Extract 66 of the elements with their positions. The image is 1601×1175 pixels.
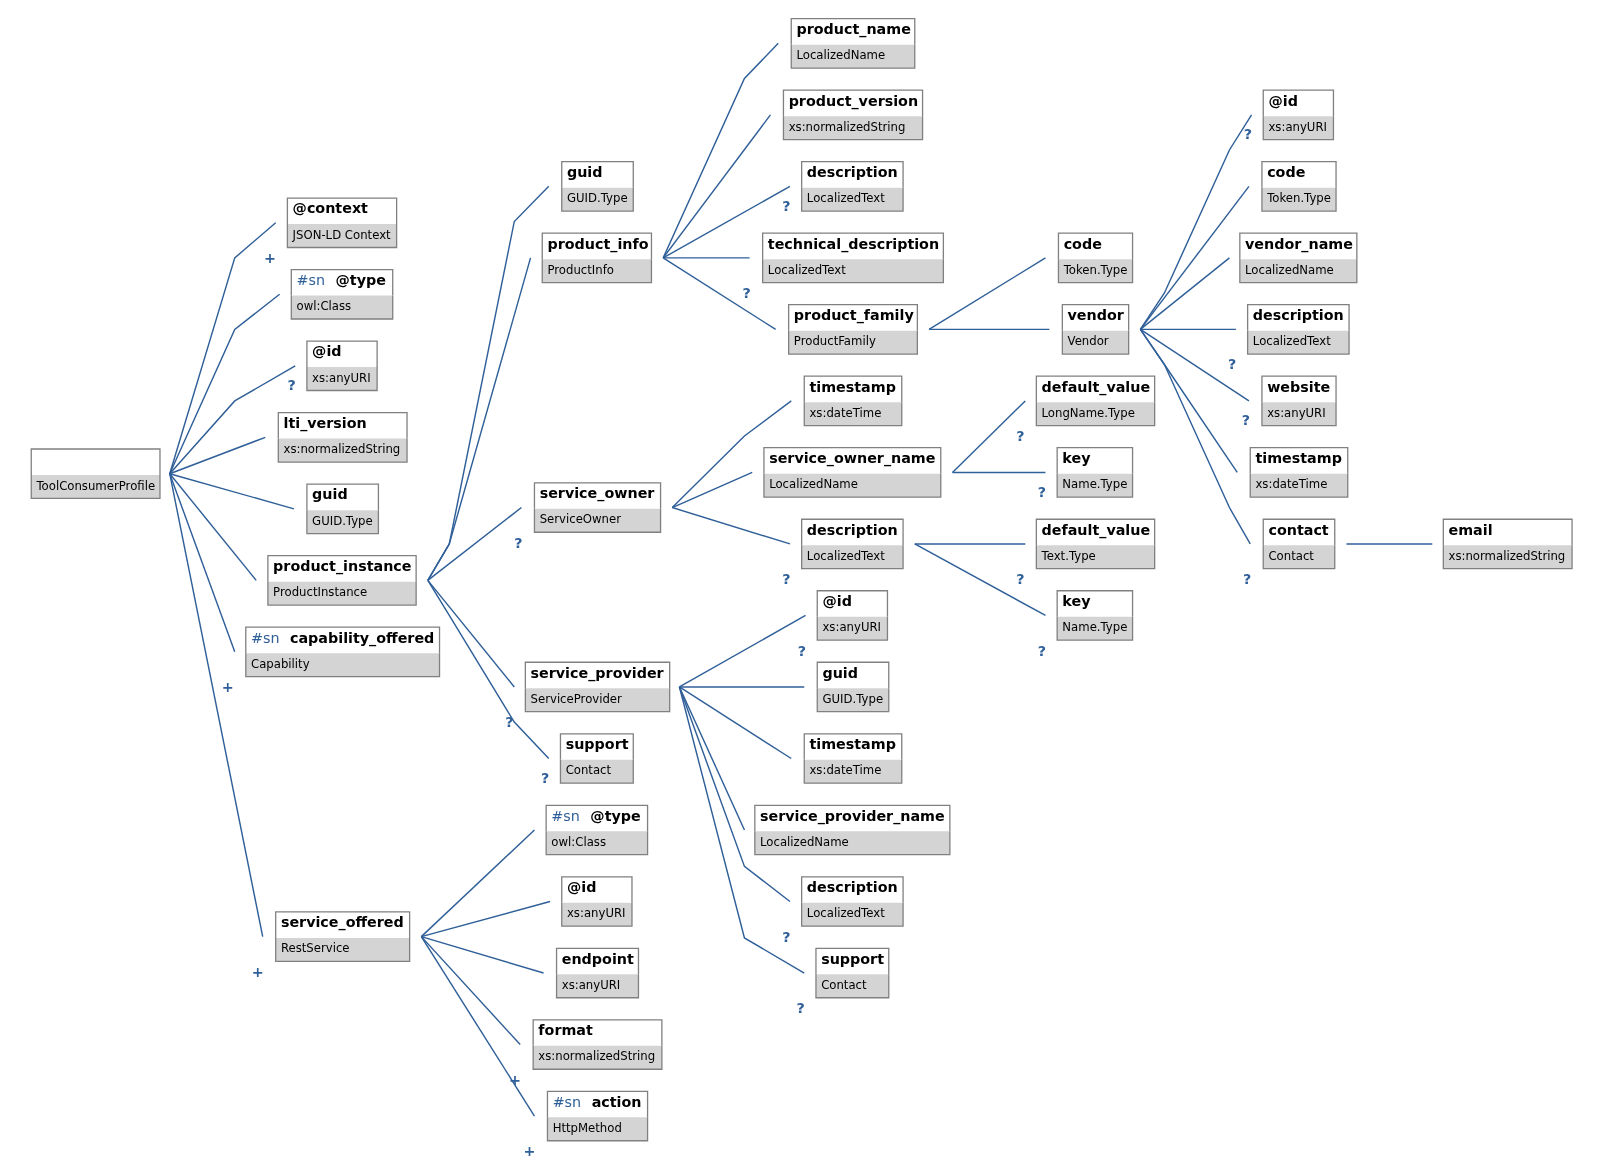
connector — [1345, 543, 1433, 545]
connector — [1139, 114, 1252, 331]
connector — [1139, 328, 1237, 331]
connector — [168, 365, 296, 475]
node-label: ? — [1227, 356, 1236, 373]
connector — [661, 185, 791, 259]
node-label: ? — [797, 642, 806, 659]
node-label: ? — [1037, 483, 1046, 500]
connector — [661, 42, 779, 259]
connector — [927, 328, 1050, 331]
node-label: ? — [795, 1000, 805, 1017]
node-label: ? — [781, 570, 790, 587]
node-label: + — [263, 249, 276, 266]
connector — [1139, 328, 1238, 474]
connector — [426, 185, 549, 582]
node-label: ? — [504, 714, 513, 731]
connector — [168, 473, 257, 582]
node-label: ? — [286, 377, 296, 394]
node-label: ? — [1015, 570, 1024, 587]
connector — [678, 686, 791, 903]
connector — [671, 471, 753, 509]
node-label: ? — [1015, 427, 1024, 444]
connector — [1139, 185, 1250, 331]
connector — [426, 579, 549, 760]
node-label: ? — [513, 534, 523, 551]
connector — [678, 614, 806, 688]
node-label: ? — [1242, 570, 1251, 587]
connector — [913, 543, 1026, 545]
node-label: ? — [1241, 412, 1250, 429]
node-label: ? — [741, 284, 751, 301]
connector — [671, 400, 792, 509]
connector — [426, 579, 515, 688]
connector — [671, 506, 791, 545]
connector — [420, 935, 544, 974]
node-label: ? — [1243, 126, 1252, 143]
node-label: + — [522, 1143, 535, 1160]
node-label: + — [221, 678, 234, 695]
connector — [420, 829, 535, 938]
connector — [951, 400, 1026, 474]
node-label: + — [251, 963, 264, 980]
connector — [951, 471, 1046, 474]
connector — [927, 257, 1046, 331]
connector — [1139, 257, 1230, 331]
connector — [168, 293, 280, 475]
connector — [168, 436, 266, 475]
node-label: ? — [540, 769, 549, 786]
connector — [1139, 328, 1251, 545]
connector — [168, 222, 276, 475]
connector — [420, 935, 535, 1117]
connector — [661, 257, 776, 331]
connector — [1139, 328, 1250, 402]
connector — [168, 473, 263, 938]
connector — [913, 543, 1046, 617]
connector — [661, 114, 771, 259]
connector — [678, 686, 805, 974]
node-label: ? — [781, 197, 790, 214]
connector — [678, 686, 805, 688]
node-label: ? — [1037, 642, 1046, 659]
connector — [426, 506, 522, 582]
node-label: ? — [781, 928, 790, 945]
connector — [678, 686, 792, 760]
connector — [426, 257, 531, 582]
connector — [661, 257, 750, 259]
connector — [168, 473, 295, 510]
connector — [420, 900, 551, 938]
connector — [420, 935, 521, 1046]
